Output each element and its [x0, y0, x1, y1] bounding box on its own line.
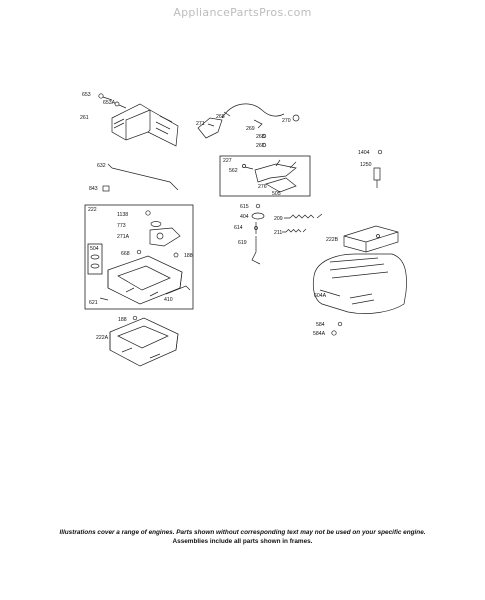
callout-632: 632 [97, 163, 106, 169]
part-209-spring[interactable] [284, 213, 323, 219]
site-watermark: AppliancePartsPros.com [173, 6, 312, 19]
callout-653: 653 [82, 92, 91, 98]
callout-271A: 271A [117, 234, 130, 240]
callout-773: 773 [117, 223, 126, 229]
part-271-control-lever[interactable] [197, 117, 223, 139]
part-773-washer[interactable] [150, 221, 162, 227]
part-270-nut[interactable] [292, 114, 300, 122]
part-615-nut[interactable] [255, 203, 261, 209]
footer-disclaimer: Illustrations cover a range of engines. … [59, 529, 426, 536]
part-188-screw[interactable] [173, 252, 179, 258]
callout-271: 271 [196, 121, 205, 127]
part-1250-stud[interactable] [373, 167, 381, 188]
callout-222A: 222A [96, 335, 109, 341]
callout-263: 263 [256, 134, 265, 140]
footer-assemblies-note: Assemblies include all parts shown in fr… [172, 538, 313, 545]
part-584-screw[interactable] [337, 321, 343, 327]
callout-222B: 222B [326, 237, 339, 243]
part-263-screw[interactable] [261, 133, 267, 139]
callout-276: 276 [258, 184, 267, 190]
callout-267: 267 [256, 143, 265, 149]
callout-621: 621 [89, 300, 98, 306]
callout-227: 227 [223, 158, 232, 164]
part-188-screw-lower[interactable] [132, 315, 138, 321]
callout-1250: 1250 [360, 162, 372, 168]
part-267-washer[interactable] [261, 142, 267, 148]
part-614-pin[interactable] [254, 222, 258, 234]
callout-604A: 604A [314, 293, 327, 299]
callout-188-lower: 188 [118, 317, 127, 323]
callout-188: 188 [184, 253, 193, 259]
callout-268: 268 [216, 114, 225, 120]
callout-269: 269 [246, 126, 255, 132]
callout-843: 843 [89, 186, 98, 192]
part-271A-lever[interactable] [149, 227, 181, 247]
frame-504-spring-set[interactable] [87, 243, 103, 275]
part-1138-screw[interactable] [145, 210, 151, 216]
callout-211: 211 [274, 230, 282, 236]
part-211-spring[interactable] [282, 228, 307, 233]
callout-504: 504 [90, 246, 99, 252]
part-619-rod[interactable] [251, 236, 261, 265]
part-222A-tray[interactable] [109, 317, 179, 367]
callout-410: 410 [164, 297, 173, 303]
part-261-bracket[interactable] [111, 103, 179, 147]
callout-614: 614 [234, 225, 243, 231]
callout-1404: 1404 [358, 150, 370, 156]
part-632-link[interactable] [107, 163, 179, 191]
part-653-screw[interactable] [98, 93, 113, 101]
callout-562: 562 [229, 168, 238, 174]
part-1404-nut[interactable] [377, 149, 383, 155]
callout-1138: 1138 [117, 212, 128, 218]
frame-227-assembly[interactable] [219, 155, 311, 197]
part-410-link[interactable] [165, 285, 191, 295]
part-404-washer[interactable] [251, 212, 265, 220]
callout-209: 209 [274, 216, 283, 222]
callout-505: 505 [272, 191, 281, 197]
callout-653A: 653A [103, 100, 116, 106]
callout-615: 615 [240, 204, 249, 210]
callout-619: 619 [238, 240, 247, 246]
callout-270: 270 [282, 118, 291, 124]
part-269-clip[interactable] [253, 119, 263, 129]
part-653A-screw[interactable] [114, 101, 127, 109]
part-base-plate[interactable] [107, 255, 183, 305]
callout-584: 584 [316, 322, 325, 328]
part-621-clip[interactable] [99, 297, 109, 301]
frame-222-assembly[interactable] [84, 204, 194, 310]
part-562-screw[interactable] [242, 164, 254, 170]
part-222B-bracket[interactable] [343, 225, 399, 253]
part-584A-nut[interactable] [331, 330, 337, 336]
callout-222: 222 [88, 207, 97, 213]
part-604A-shroud[interactable] [312, 253, 407, 314]
callout-404: 404 [240, 214, 249, 220]
part-843-clip[interactable] [102, 185, 110, 192]
callout-668: 668 [121, 251, 130, 257]
callout-584A: 584A [313, 331, 326, 337]
callout-261: 261 [80, 115, 89, 121]
part-268-cable[interactable] [221, 103, 285, 119]
part-668-screw[interactable] [136, 249, 142, 255]
